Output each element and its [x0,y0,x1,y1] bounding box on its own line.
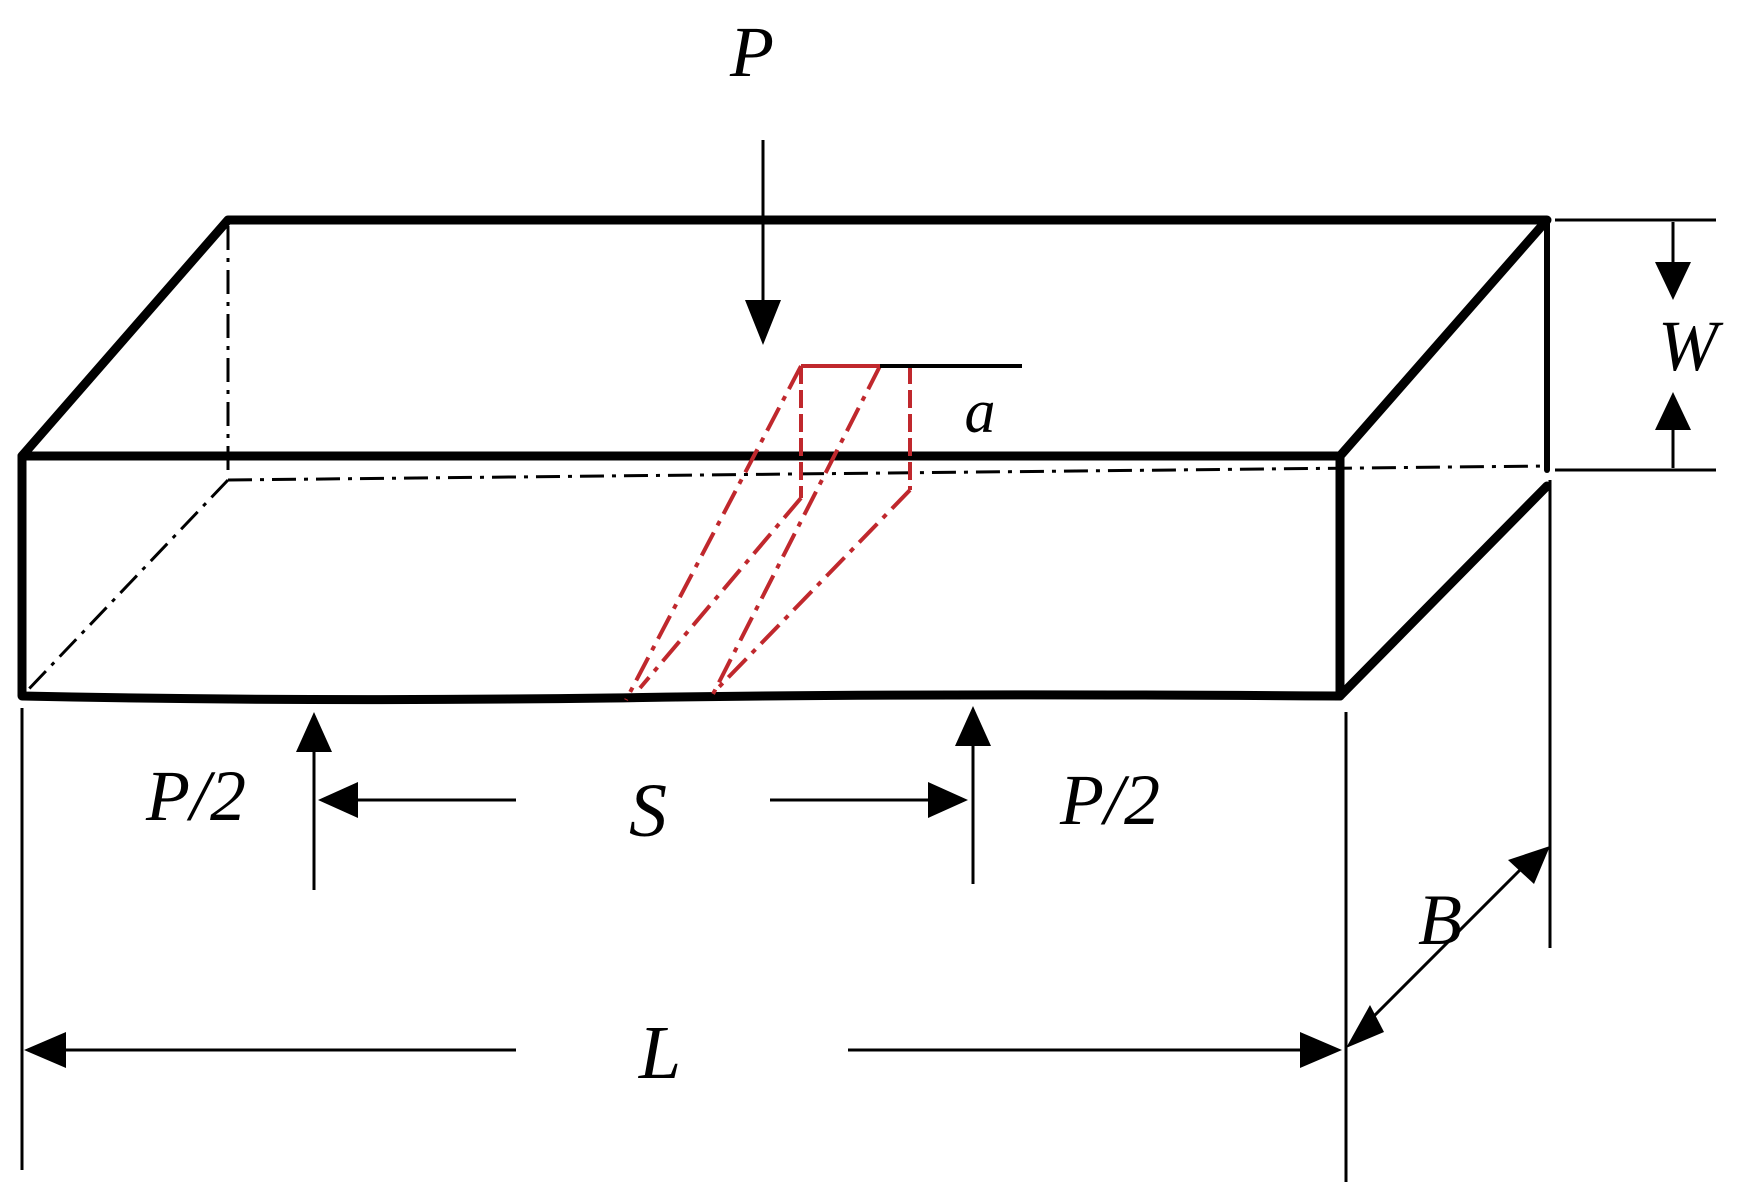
specimen-box [17,215,1552,705]
width-dimension [1555,218,1716,472]
thickness-label: B [1418,880,1462,960]
span-label: S [629,769,667,853]
length-label: L [638,1011,681,1095]
crack-notch [624,364,912,701]
crack-left-front-line [624,365,803,701]
crack-right-tip-line [716,488,912,690]
right-face-edge [1335,481,1552,701]
width-label: W [1658,306,1724,386]
crack-right-front-line [708,365,882,701]
support-arrow-left [296,712,332,890]
hidden-edges [24,226,1548,694]
thickness-dimension [1346,480,1552,1048]
crack-left-tip-line [638,496,803,690]
crack-depth-label: a [965,378,996,446]
support-arrow-right [955,706,991,884]
half-load-right-label: P/2 [1059,760,1160,840]
span-dimension [318,782,968,818]
hidden-bottom-left-edge [24,478,230,694]
hidden-back-bottom-edge [227,464,1548,482]
half-load-left-label: P/2 [145,756,246,836]
length-dimension [20,708,1348,1182]
load-arrow-p [745,140,781,345]
load-label: P [729,12,774,92]
front-face-outline [17,451,1345,705]
top-face-outline [17,215,1552,461]
